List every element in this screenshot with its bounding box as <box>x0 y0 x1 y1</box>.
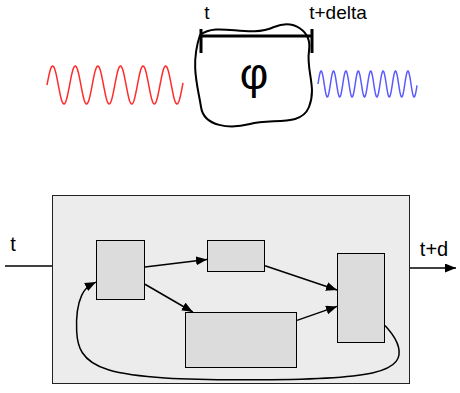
process-box <box>207 240 265 272</box>
time-label: t+delta <box>309 3 367 24</box>
process-box <box>96 240 145 300</box>
blob-outline-path <box>195 24 312 126</box>
system-container <box>52 195 410 384</box>
input-wave <box>47 66 183 104</box>
output-label: t+d <box>420 238 448 260</box>
node-text: φ <box>240 52 269 96</box>
flow-arrow <box>297 306 337 320</box>
output-wave <box>318 71 417 97</box>
time-label: t <box>204 3 209 24</box>
flow-arrow <box>145 284 193 312</box>
flow-arrow <box>265 266 337 290</box>
process-box <box>185 312 297 368</box>
process-box <box>337 253 385 343</box>
time-bracket <box>201 29 312 53</box>
system-blob: φ <box>190 17 318 130</box>
input-label: t <box>10 233 16 255</box>
flow-arrow <box>145 260 207 268</box>
